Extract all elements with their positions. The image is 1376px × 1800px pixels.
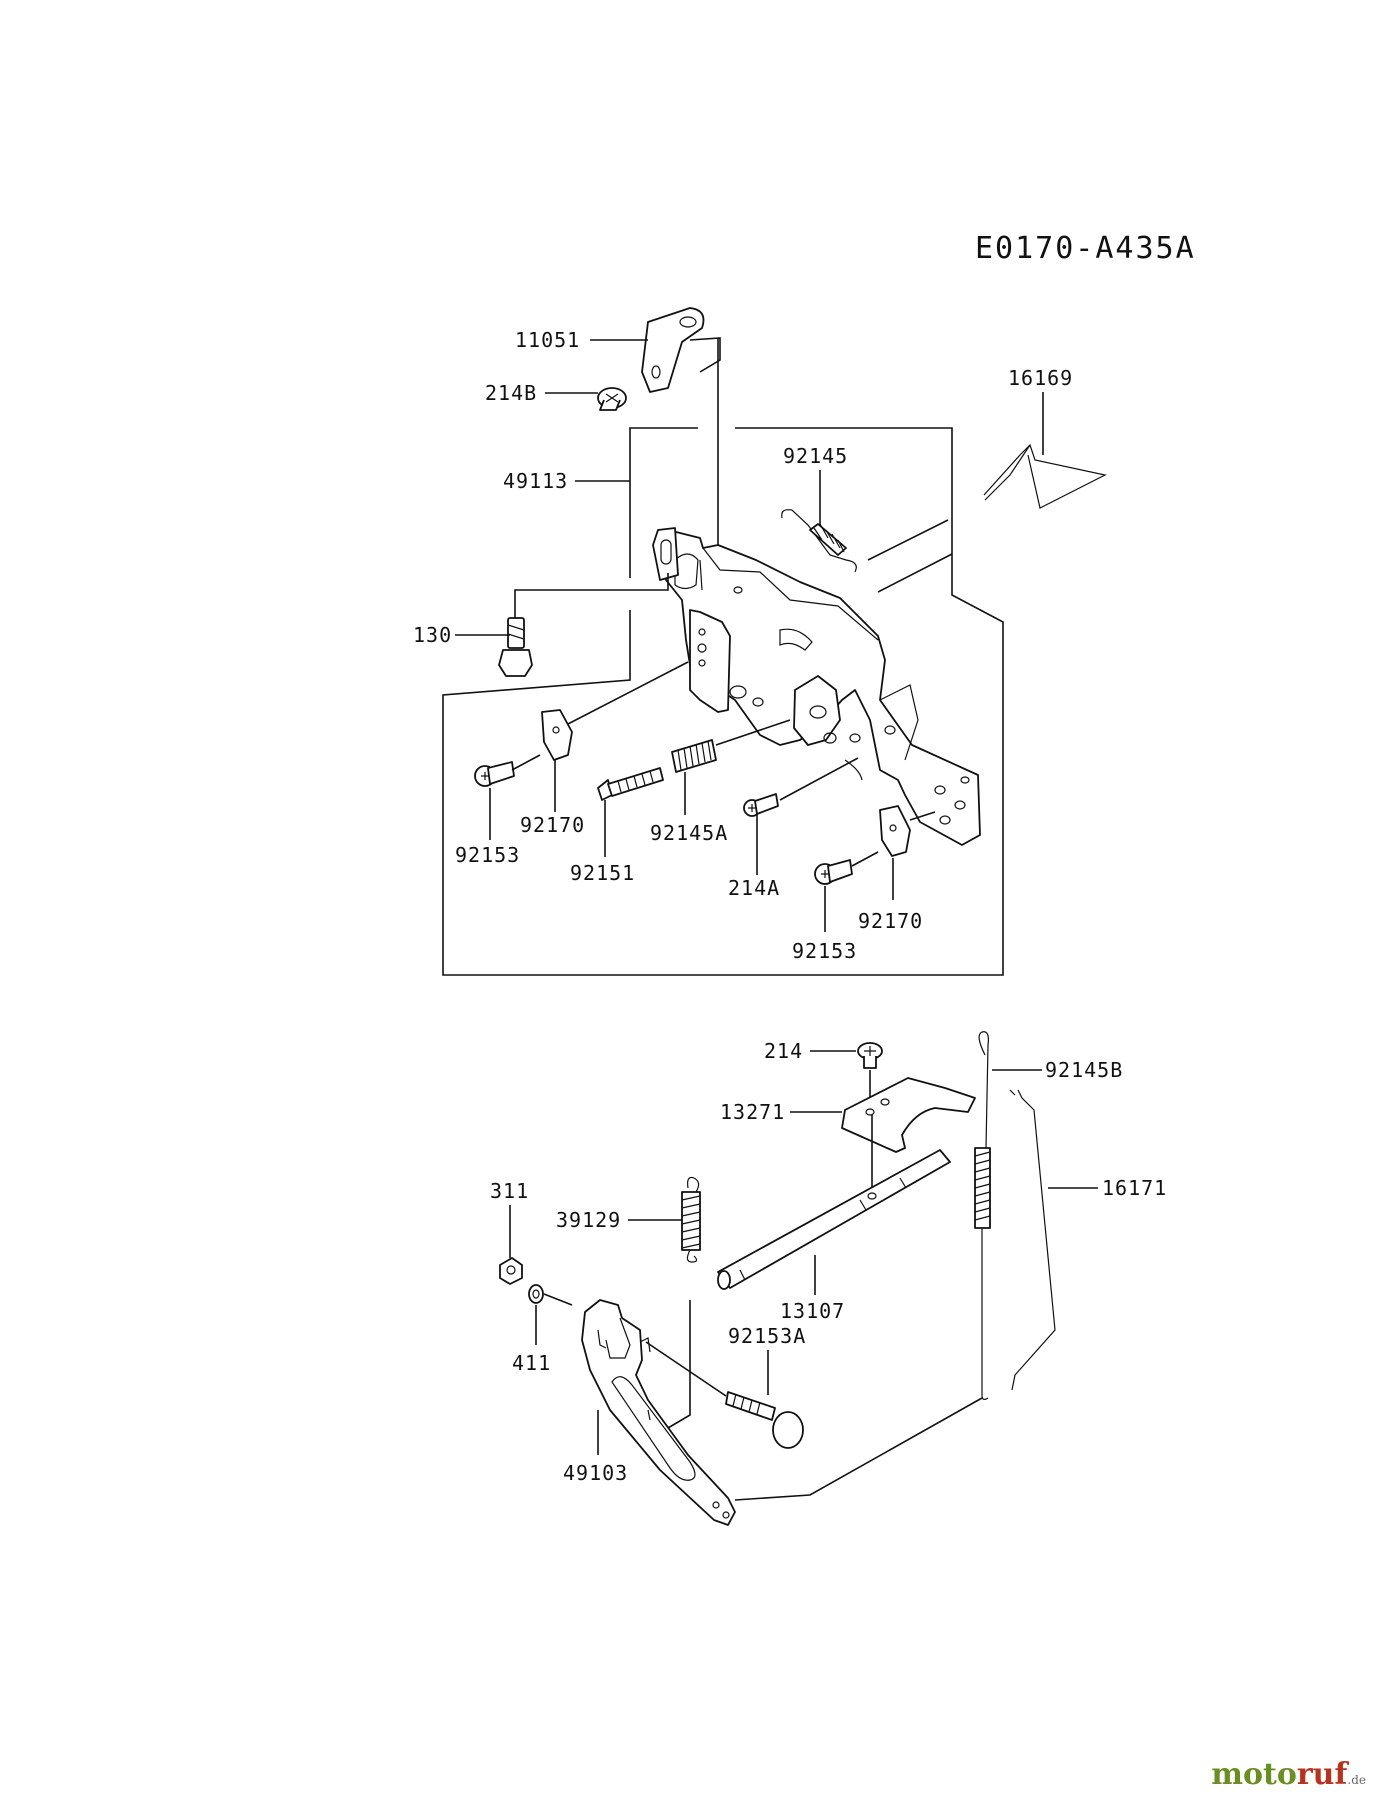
label-39129: 39129 bbox=[556, 1208, 621, 1232]
label-11051: 11051 bbox=[515, 328, 580, 352]
link-214A bbox=[779, 757, 859, 801]
link-lever-spring bbox=[734, 1397, 983, 1501]
spring-92145B bbox=[974, 1031, 991, 1401]
link-92153-right bbox=[851, 851, 879, 867]
nut-311 bbox=[499, 1257, 523, 1285]
watermark-logo: motoruf.de bbox=[1211, 1757, 1366, 1792]
rod-16171 bbox=[1009, 1089, 1056, 1391]
shaft-13107 bbox=[717, 1149, 951, 1290]
clip-92170-left bbox=[541, 709, 573, 761]
link-92145A bbox=[715, 719, 791, 746]
label-92170-right: 92170 bbox=[858, 909, 923, 933]
link-39129 bbox=[667, 1300, 691, 1429]
label-92145B: 92145B bbox=[1045, 1058, 1123, 1082]
screw-214 bbox=[857, 1042, 883, 1069]
link-16169 bbox=[867, 519, 953, 593]
side-bracket bbox=[689, 609, 731, 713]
label-311: 311 bbox=[490, 1179, 529, 1203]
label-92145A: 92145A bbox=[650, 821, 728, 845]
label-16169: 16169 bbox=[1008, 366, 1073, 390]
spring-39129 bbox=[681, 1176, 701, 1263]
link-411 bbox=[543, 1293, 573, 1306]
link-92170-left bbox=[565, 661, 689, 726]
lever-49103 bbox=[581, 1299, 736, 1526]
label-214: 214 bbox=[764, 1039, 803, 1063]
label-92170-left: 92170 bbox=[520, 813, 585, 837]
label-214A: 214A bbox=[728, 876, 780, 900]
rod-16169 bbox=[983, 443, 1107, 509]
link-92153-left bbox=[511, 754, 541, 771]
label-92153A: 92153A bbox=[728, 1324, 806, 1348]
link-92170-right bbox=[909, 811, 936, 821]
label-49103: 49103 bbox=[563, 1461, 628, 1485]
screw-214A bbox=[743, 793, 779, 817]
screw-92153-right bbox=[814, 859, 853, 885]
label-130: 130 bbox=[413, 623, 452, 647]
label-49113: 49113 bbox=[503, 469, 568, 493]
label-13271: 13271 bbox=[720, 1100, 785, 1124]
spring-92145 bbox=[781, 509, 857, 573]
label-92153-right: 92153 bbox=[792, 939, 857, 963]
screw-214B bbox=[597, 387, 627, 411]
label-214B: 214B bbox=[485, 381, 537, 405]
assembly-outline-49113 bbox=[442, 427, 1004, 976]
plate-13271 bbox=[841, 1077, 976, 1153]
label-411: 411 bbox=[512, 1351, 551, 1375]
bolt-92153A bbox=[725, 1391, 804, 1449]
label-92145: 92145 bbox=[783, 444, 848, 468]
washer-411 bbox=[528, 1284, 544, 1304]
label-16171: 16171 bbox=[1102, 1176, 1167, 1200]
slotted-tab bbox=[652, 527, 679, 581]
label-92153-left: 92153 bbox=[455, 843, 520, 867]
label-92151: 92151 bbox=[570, 861, 635, 885]
screw-92153-left bbox=[474, 761, 515, 787]
clip-92170-right bbox=[879, 805, 911, 857]
link-92153A bbox=[645, 1341, 727, 1397]
leader-130-up bbox=[514, 573, 669, 618]
screw-92151 bbox=[597, 767, 664, 801]
spring-92145A bbox=[671, 739, 717, 773]
diagram-code: E0170-A435A bbox=[975, 231, 1196, 266]
bracket-11051 bbox=[641, 307, 721, 393]
label-13107: 13107 bbox=[780, 1299, 845, 1323]
bolt-130 bbox=[498, 617, 533, 677]
